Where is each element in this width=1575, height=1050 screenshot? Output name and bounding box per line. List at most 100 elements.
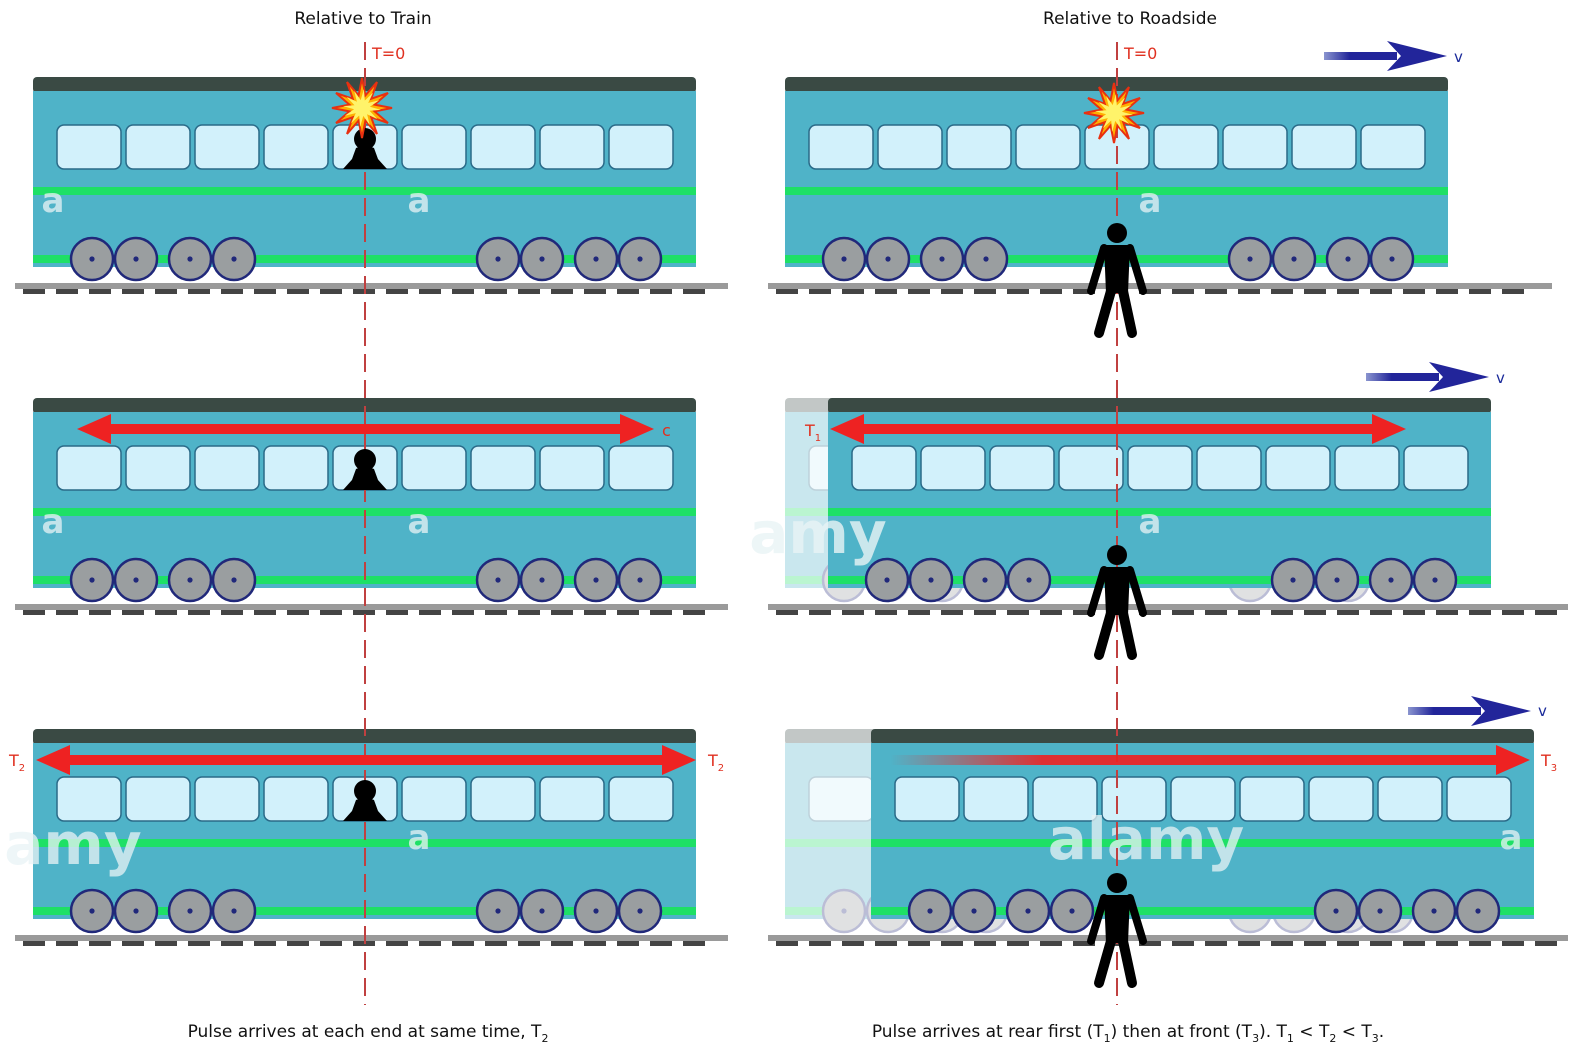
sleeper [122, 610, 144, 615]
train-window [470, 124, 536, 170]
roadside-observer [1087, 873, 1147, 988]
sleeper [1403, 941, 1425, 946]
sleeper [485, 941, 507, 946]
wheel-hub [495, 908, 501, 914]
sleeper [1238, 289, 1260, 294]
sleeper [617, 941, 639, 946]
rail [15, 935, 728, 941]
sleeper [287, 610, 309, 615]
wheel-hub [133, 256, 139, 262]
sleeper [1337, 941, 1359, 946]
wheel-hub [187, 577, 193, 583]
wheel-hub [841, 908, 847, 914]
wheel-hub [1069, 908, 1075, 914]
title-relative-to-train: Relative to Train [294, 9, 431, 29]
velocity-arrow [1366, 362, 1489, 392]
sleeper [1172, 289, 1194, 294]
sleeper [452, 610, 474, 615]
seated-observer [343, 128, 387, 169]
train-window [401, 124, 467, 170]
label-v: v [1496, 369, 1505, 387]
wheel-hub [231, 256, 237, 262]
roadside-observer [1087, 545, 1147, 660]
flash-inner [1095, 94, 1133, 132]
train-window [963, 776, 1029, 822]
observer-right-leg [1118, 286, 1137, 338]
train-window [989, 445, 1055, 491]
sleeper [254, 941, 276, 946]
t0-label-right: T=0 [1123, 44, 1157, 63]
sleeper [650, 941, 672, 946]
sleeper [683, 941, 705, 946]
watermark: a [1500, 818, 1523, 858]
sleeper [617, 610, 639, 615]
sleeper [1073, 289, 1095, 294]
sleeper [1403, 289, 1425, 294]
sleeper [1040, 289, 1062, 294]
train-window [194, 776, 260, 822]
train-window [1403, 445, 1469, 491]
sleeper [221, 289, 243, 294]
sleeper [776, 941, 798, 946]
velocity-head [1471, 696, 1531, 726]
wheel-hub [1025, 908, 1031, 914]
sleeper [1436, 610, 1458, 615]
wheel-hub [1026, 577, 1032, 583]
watermark: a [1139, 181, 1162, 221]
sleeper [809, 941, 831, 946]
sleeper [1040, 941, 1062, 946]
sleeper [419, 289, 441, 294]
wheel-hub [928, 577, 934, 583]
label-t2: T2 [8, 751, 25, 774]
flash-inner [343, 89, 381, 127]
wheel-hub [593, 256, 599, 262]
arrow-shaft [70, 755, 662, 765]
observer-head [1107, 223, 1127, 243]
wheel-hub [1389, 256, 1395, 262]
observer-torso [1104, 567, 1130, 615]
train-window [1308, 776, 1374, 822]
wheel-hub [539, 577, 545, 583]
sleeper [419, 610, 441, 615]
train-car: a [828, 398, 1491, 603]
observer-left-leg [1094, 608, 1116, 660]
arrow-shaft [890, 755, 1496, 765]
wheel-hub [971, 908, 977, 914]
observer-left-arm [1087, 566, 1108, 617]
arrow-head-right [620, 414, 654, 444]
sleeper [254, 289, 276, 294]
title-relative-to-roadside: Relative to Roadside [1043, 9, 1217, 29]
wheel-hub [89, 577, 95, 583]
observer-torso [1104, 245, 1130, 293]
wheel-hub [1291, 256, 1297, 262]
wheel-hub [637, 256, 643, 262]
wheel-hub [133, 908, 139, 914]
wheel-hub [133, 577, 139, 583]
sleeper [56, 289, 78, 294]
train-window [401, 445, 467, 491]
seated-observer [343, 449, 387, 490]
wheel-hub [539, 908, 545, 914]
sleeper [683, 610, 705, 615]
train-window [1360, 124, 1426, 170]
train-stripe [785, 187, 1448, 195]
velocity-head [1387, 41, 1447, 71]
sleeper [320, 289, 342, 294]
sleeper [1205, 610, 1227, 615]
train-stripe [33, 187, 696, 195]
train-window [1334, 445, 1400, 491]
sleeper [1172, 941, 1194, 946]
sleeper [1337, 610, 1359, 615]
sleeper [320, 941, 342, 946]
sleeper [287, 289, 309, 294]
sleeper [1238, 941, 1260, 946]
wheel-hub [89, 908, 95, 914]
sleeper [1238, 610, 1260, 615]
train-window [470, 445, 536, 491]
t0-label-left: T=0 [371, 44, 405, 63]
observer-body [343, 798, 387, 821]
sleeper [188, 941, 210, 946]
wheel-hub [1290, 577, 1296, 583]
wheel-hub [1388, 577, 1394, 583]
sleeper [155, 289, 177, 294]
